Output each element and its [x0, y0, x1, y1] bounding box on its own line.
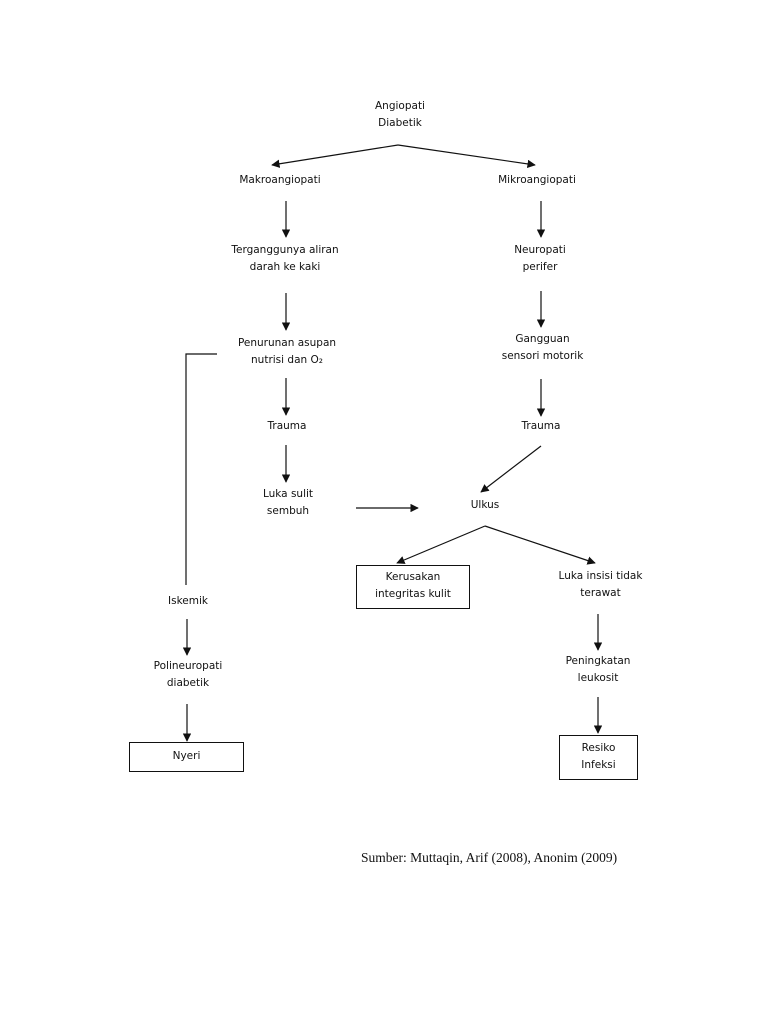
node-angiopati-diabetik: Angiopati Diabetik [340, 98, 460, 132]
node-mikroangiopati: Mikroangiopati [477, 172, 597, 189]
node-trauma-right: Trauma [501, 418, 581, 435]
node-ulkus: Ulkus [447, 497, 523, 514]
node-label-line: sembuh [266, 505, 310, 517]
node-trauma-left: Trauma [247, 418, 327, 435]
node-label-line: sensori motorik [501, 350, 584, 362]
node-neuropati-perifer: Neuropati perifer [480, 242, 600, 276]
node-gangguan-sensori: Gangguan sensori motorik [475, 331, 610, 365]
arrow-ulkus-to-kerusakan [396, 525, 486, 564]
node-label-line: diabetik [166, 677, 210, 689]
node-label-line: darah ke kaki [249, 261, 321, 273]
node-label-line: Infeksi [581, 759, 616, 771]
connector-penurunan-to-iskemik [185, 353, 217, 585]
node-label-line: Polineuropati [153, 660, 223, 672]
node-label-line: Trauma [521, 420, 561, 432]
node-polineuropati-diabetik: Polineuropati diabetik [136, 658, 240, 692]
node-label-line: perifer [522, 261, 558, 273]
node-luka-sulit-sembuh: Luka sulit sembuh [240, 486, 336, 520]
node-terganggunya-aliran: Terganggunya aliran darah ke kaki [210, 242, 360, 276]
node-label-line: Resiko [581, 742, 616, 754]
node-label-line: Trauma [267, 420, 307, 432]
node-label-line: leukosit [577, 672, 619, 684]
node-peningkatan-leukosit: Peningkatan leukosit [548, 653, 648, 687]
source-citation: Sumber: Muttaqin, Arif (2008), Anonim (2… [361, 850, 618, 865]
node-iskemik: Iskemik [148, 593, 228, 610]
arrow-angiopati-to-mikro [397, 144, 536, 169]
node-label-line: integritas kulit [375, 588, 451, 600]
node-label-line: Diabetik [378, 117, 422, 129]
node-resiko-infeksi: Resiko Infeksi [559, 735, 638, 780]
node-makroangiopati: Makroangiopati [220, 172, 340, 189]
node-label-line: nutrisi dan O₂ [251, 354, 323, 366]
node-label-line: Gangguan [515, 333, 570, 345]
node-label-line: Terganggunya aliran [231, 244, 339, 256]
node-kerusakan-integritas-kulit: Kerusakan integritas kulit [356, 565, 470, 609]
node-label-line: Angiopati [375, 100, 425, 112]
node-penurunan-asupan: Penurunan asupan nutrisi dan O₂ [217, 335, 357, 369]
node-label-line: Peningkatan [565, 655, 631, 667]
node-label-line: Luka insisi tidak [558, 570, 643, 582]
node-label-line: Ulkus [470, 499, 500, 511]
node-label-line: Penurunan asupan [237, 337, 337, 349]
node-label-line: Mikroangiopati [498, 174, 576, 186]
node-label-line: Luka sulit [262, 488, 314, 500]
node-label-line: terawat [580, 587, 621, 599]
node-nyeri: Nyeri [129, 742, 244, 772]
arrow-angiopati-to-makro [271, 144, 399, 168]
node-label-line: Neuropati [514, 244, 566, 256]
node-label-line: Iskemik [168, 595, 208, 607]
node-label-line: Nyeri [172, 750, 201, 762]
arrow-trauma-to-ulkus [480, 445, 542, 493]
node-label-line: Makroangiopati [239, 174, 321, 186]
node-luka-insisi-tidak-terawat: Luka insisi tidak terawat [538, 568, 663, 602]
arrow-ulkus-to-luka-insisi [484, 525, 596, 565]
node-label-line: Kerusakan [385, 571, 441, 583]
